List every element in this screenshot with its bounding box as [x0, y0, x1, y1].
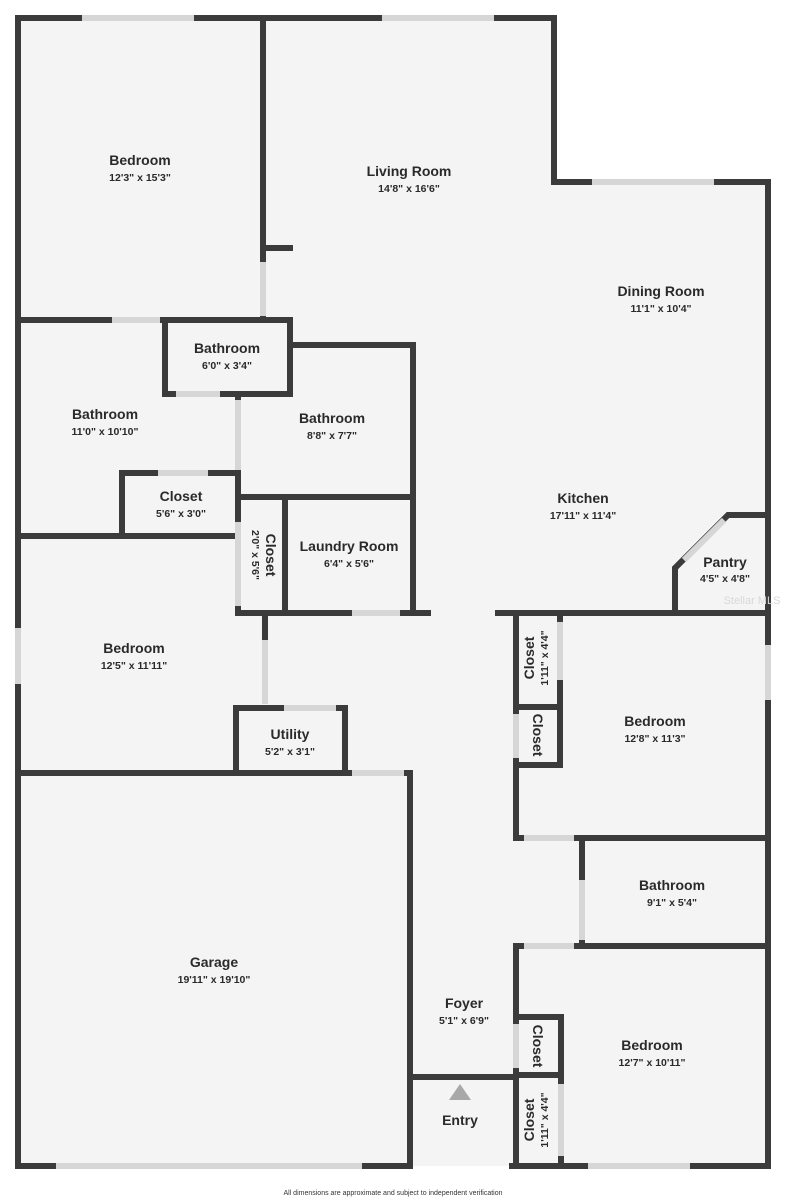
room-closet-west: Closet 5'6" x 3'0"	[156, 488, 206, 520]
room-closet-southeast-1: Closet	[530, 1025, 546, 1068]
room-dimensions: 8'8" x 7'7"	[307, 430, 357, 442]
room-dimensions: 17'11" x 11'4"	[550, 510, 616, 522]
room-bedroom-west: Bedroom 12'5" x 11'11"	[101, 640, 167, 672]
room-laundry-room: Laundry Room 6'4" x 5'6"	[300, 538, 399, 570]
room-dimensions: 2'0" x 5'6"	[249, 530, 261, 580]
watermark: Stellar MLS	[724, 595, 781, 607]
room-dimensions: 11'0" x 10'10"	[72, 426, 139, 438]
room-kitchen: Kitchen 17'11" x 11'4"	[550, 490, 616, 522]
door-opening	[681, 517, 727, 563]
room-name: Foyer	[445, 995, 484, 1011]
room-dimensions: 14'8" x 16'6"	[378, 183, 440, 195]
room-dimensions: 12'5" x 11'11"	[101, 660, 167, 672]
room-name: Laundry Room	[300, 538, 399, 554]
room-name: Closet	[263, 534, 279, 577]
room-bedroom-southeast: Bedroom 12'7" x 10'11"	[619, 1037, 686, 1069]
room-closet-vertical: Closet 2'0" x 5'6"	[249, 530, 279, 580]
room-name: Closet	[530, 714, 546, 757]
room-dimensions: 6'4" x 5'6"	[324, 558, 374, 570]
room-closet-east-1: Closet 1'11" x 4'4"	[521, 630, 551, 685]
room-dimensions: 12'7" x 10'11"	[619, 1057, 686, 1069]
room-name: Kitchen	[557, 490, 608, 506]
entry-arrow-icon	[449, 1084, 471, 1100]
room-dimensions: 4'5" x 4'8"	[700, 573, 750, 585]
room-bedroom-nw: Bedroom 12'3" x 15'3"	[109, 152, 171, 184]
room-bathroom-small: Bathroom 6'0" x 3'4"	[194, 340, 260, 372]
room-name: Bathroom	[639, 877, 705, 893]
room-name: Closet	[521, 636, 537, 679]
room-dimensions: 5'2" x 3'1"	[265, 746, 315, 758]
room-name: Bedroom	[103, 640, 164, 656]
room-name: Bathroom	[299, 410, 365, 426]
room-name: Living Room	[367, 163, 452, 179]
room-name: Bedroom	[109, 152, 170, 168]
room-dimensions: 12'3" x 15'3"	[109, 172, 171, 184]
room-dimensions: 5'6" x 3'0"	[156, 508, 206, 520]
room-name: Dining Room	[617, 283, 704, 299]
room-name: Pantry	[703, 554, 747, 570]
room-garage: Garage 19'11" x 19'10"	[178, 954, 251, 986]
room-dimensions: 1'11" x 4'4"	[539, 630, 551, 685]
room-bathroom-mid: Bathroom 8'8" x 7'7"	[299, 410, 365, 442]
room-living-room: Living Room 14'8" x 16'6"	[367, 163, 452, 195]
room-name: Closet	[160, 488, 203, 504]
room-bathroom-east: Bathroom 9'1" x 5'4"	[639, 877, 705, 909]
room-dimensions: 11'1" x 10'4"	[630, 303, 691, 315]
room-name: Utility	[271, 726, 310, 742]
room-bathroom-west: Bathroom 11'0" x 10'10"	[72, 406, 139, 438]
room-name: Closet	[530, 1025, 546, 1068]
room-name: Bathroom	[72, 406, 138, 422]
footnote: All dimensions are approximate and subje…	[283, 1190, 502, 1197]
room-bedroom-east: Bedroom 12'8" x 11'3"	[624, 713, 685, 745]
room-dining-room: Dining Room 11'1" x 10'4"	[617, 283, 704, 315]
room-name: Bedroom	[624, 713, 685, 729]
floor-areas	[18, 18, 768, 1166]
room-name: Garage	[190, 954, 238, 970]
room-utility: Utility 5'2" x 3'1"	[265, 726, 315, 758]
room-dimensions: 9'1" x 5'4"	[647, 897, 697, 909]
room-closet-southeast-2: Closet 1'11" x 4'4"	[521, 1092, 551, 1147]
room-dimensions: 1'11" x 4'4"	[539, 1092, 551, 1147]
room-closet-east-2: Closet	[530, 714, 546, 757]
room-name: Bedroom	[621, 1037, 682, 1053]
room-pantry: Pantry 4'5" x 4'8"	[700, 554, 750, 585]
room-dimensions: 12'8" x 11'3"	[624, 733, 685, 745]
room-dimensions: 5'1" x 6'9"	[439, 1015, 489, 1027]
room-name: Bathroom	[194, 340, 260, 356]
room-dimensions: 19'11" x 19'10"	[178, 974, 251, 986]
room-foyer: Foyer 5'1" x 6'9"	[439, 995, 489, 1027]
entry-label: Entry	[442, 1112, 478, 1128]
room-name: Closet	[521, 1098, 537, 1141]
room-dimensions: 6'0" x 3'4"	[202, 360, 252, 372]
windows	[15, 15, 771, 1169]
